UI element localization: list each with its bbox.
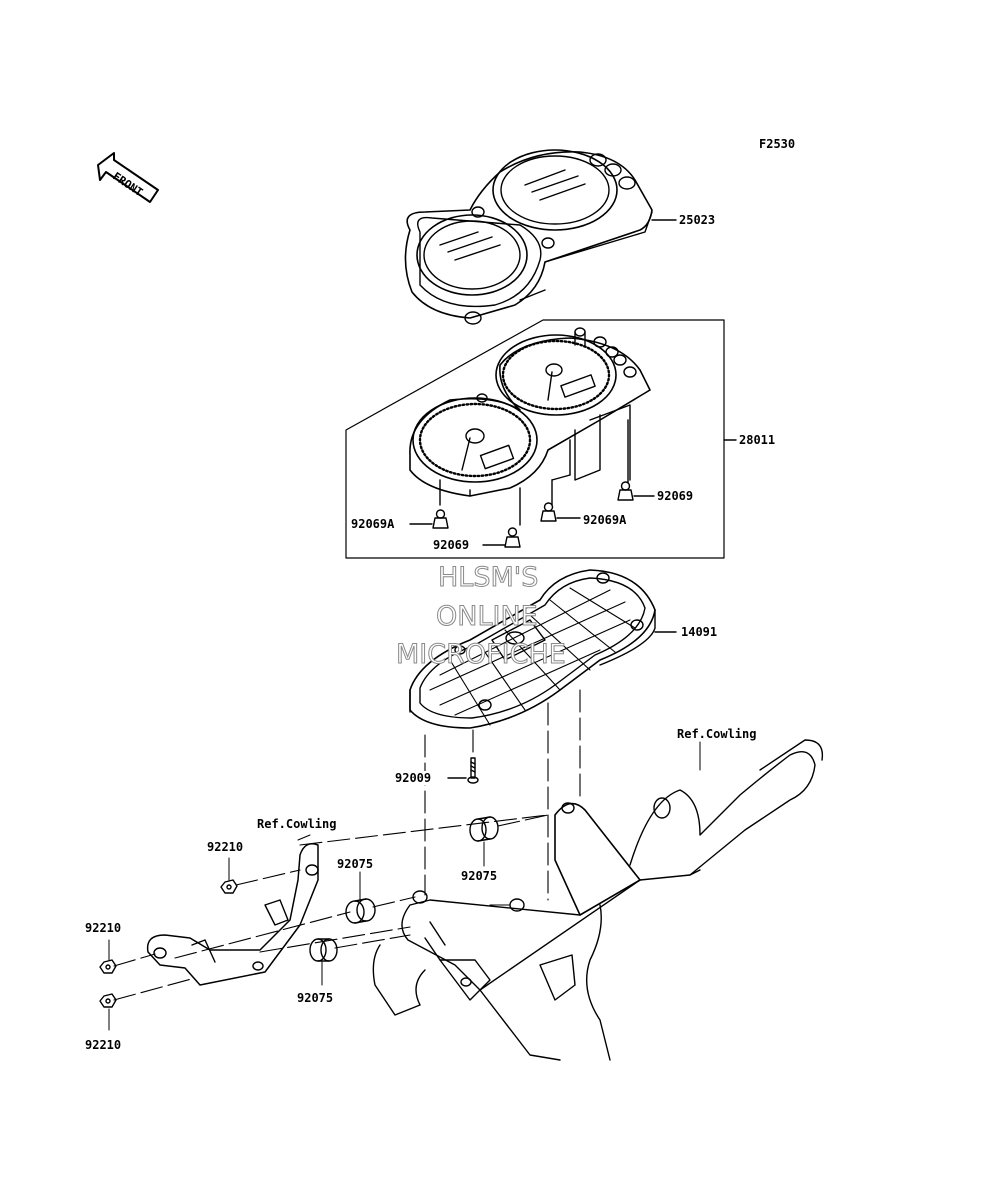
figure-code: F2530 bbox=[758, 137, 797, 151]
alignment-lines bbox=[113, 689, 581, 1001]
nut-92069-bottom-icon bbox=[504, 527, 521, 548]
nut-92069-right-icon bbox=[617, 481, 634, 501]
lower-leaders bbox=[108, 741, 701, 1031]
label-92009: 92009 bbox=[394, 771, 433, 785]
front-arrow-icon: FRONT bbox=[97, 152, 159, 203]
label-92075-mid: 92075 bbox=[336, 857, 375, 871]
label-92075-bottom: 92075 bbox=[296, 991, 335, 1005]
watermark-line-2: ONLINE bbox=[436, 601, 539, 632]
grommet-92075-bottom-icon bbox=[309, 938, 338, 962]
label-92210-bottom: 92210 bbox=[84, 1038, 123, 1052]
nut-92210-bottom-icon bbox=[99, 993, 117, 1008]
nut-92210-top-icon bbox=[220, 879, 238, 894]
label-ref-cowling-right: Ref.Cowling bbox=[676, 727, 758, 741]
label-92069A-right: 92069A bbox=[582, 513, 628, 527]
label-92075-right: 92075 bbox=[460, 869, 499, 883]
label-25023: 25023 bbox=[678, 213, 717, 227]
label-92069A-left: 92069A bbox=[350, 517, 396, 531]
label-92069-bottom: 92069 bbox=[432, 538, 471, 552]
grommet-92075-right-icon bbox=[469, 816, 499, 842]
label-92069-right: 92069 bbox=[656, 489, 695, 503]
watermark-line-1: HLSM'S bbox=[437, 562, 539, 593]
front-label: FRONT bbox=[110, 170, 145, 200]
screw-92009-icon bbox=[467, 757, 479, 784]
meter-cover-part bbox=[404, 149, 653, 325]
watermark-line-3: MICROFICHE bbox=[396, 639, 567, 670]
label-28011: 28011 bbox=[738, 433, 777, 447]
label-14091: 14091 bbox=[680, 625, 719, 639]
meter-bracket-14091-part bbox=[409, 569, 656, 729]
grommet-92075-mid-icon bbox=[345, 898, 376, 924]
nut-92069A-right-icon bbox=[540, 502, 557, 522]
label-92210-left: 92210 bbox=[84, 921, 123, 935]
label-ref-cowling-left: Ref.Cowling bbox=[256, 817, 338, 831]
stay-frame-part bbox=[372, 739, 824, 1061]
label-92210-top: 92210 bbox=[206, 840, 245, 854]
nut-92069A-left-icon bbox=[432, 509, 449, 529]
assembly-bracket-28011 bbox=[345, 319, 725, 559]
cowling-bracket-part bbox=[146, 843, 319, 986]
meter-assembly-part bbox=[409, 327, 651, 526]
nut-92210-left-icon bbox=[99, 959, 117, 974]
